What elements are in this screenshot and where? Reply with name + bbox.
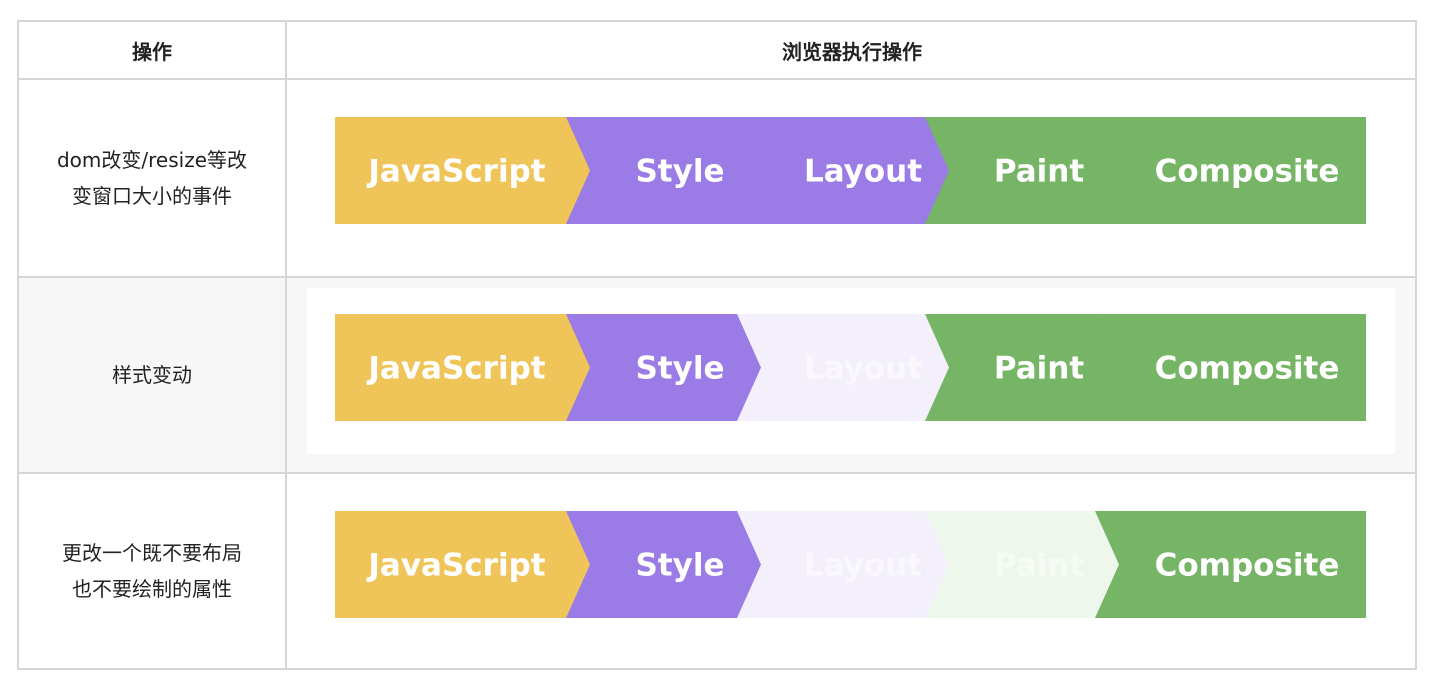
row-3-operation-line-2: 也不要绘制的属性: [72, 577, 232, 601]
row-1-step-composite-label: Composite: [1155, 154, 1340, 190]
row-1-step-style: [566, 117, 774, 224]
row-1-operation-line-1: dom改变/resize等改: [56, 148, 248, 172]
row-2-step-paint: [925, 314, 1134, 421]
row-divider-2: [19, 472, 1415, 474]
row-divider-1: [19, 276, 1415, 278]
column-divider: [285, 22, 287, 668]
row-3-step-style: [566, 511, 774, 618]
row-2-step-javascript: [335, 314, 604, 421]
header-operation: 操作: [132, 39, 172, 64]
row-2-operation: 样式变动: [19, 278, 285, 472]
row-1-step-paint: [925, 117, 1134, 224]
row-2-operation-line-1: 样式变动: [112, 363, 192, 387]
row-3-step-layout: [737, 511, 964, 618]
row-3-operation: 更改一个既不要布局也不要绘制的属性: [19, 474, 285, 668]
row-2-step-javascript-label: JavaScript: [366, 351, 545, 387]
row-3-operation-line-1: 更改一个既不要布局: [62, 541, 242, 565]
row-1-step-layout: [737, 117, 964, 224]
row-1-step-javascript-label: JavaScript: [366, 154, 545, 190]
row-1-operation: dom改变/resize等改变窗口大小的事件: [19, 80, 285, 276]
row-3-step-paint-label: Paint: [994, 548, 1085, 584]
row-2-step-style-label: Style: [635, 351, 724, 387]
row-1-step-javascript: [335, 117, 604, 224]
row-2-step-layout-label: Layout: [804, 351, 922, 387]
row-2-step-composite-label: Composite: [1155, 351, 1340, 387]
row-3-step-composite: [1095, 511, 1366, 618]
row-1-operation-line-2: 变窗口大小的事件: [72, 184, 232, 208]
row-2-step-paint-label: Paint: [994, 351, 1085, 387]
row-1-step-layout-label: Layout: [804, 154, 922, 190]
row-2-step-composite: [1095, 314, 1366, 421]
row-1-step-composite: [1095, 117, 1366, 224]
header-browser-actions: 浏览器执行操作: [782, 39, 922, 64]
row-3-step-javascript: [335, 511, 604, 618]
row-3-step-javascript-label: JavaScript: [366, 548, 545, 584]
row-3-step-style-label: Style: [635, 548, 724, 584]
row-divider-header: [19, 78, 1415, 80]
row-3-step-layout-label: Layout: [804, 548, 922, 584]
row-2-step-layout: [737, 314, 964, 421]
row-3-step-paint: [925, 511, 1134, 618]
row-3-step-composite-label: Composite: [1155, 548, 1340, 584]
row-2-step-style: [566, 314, 774, 421]
row-1-step-style-label: Style: [635, 154, 724, 190]
row-1-step-paint-label: Paint: [994, 154, 1085, 190]
